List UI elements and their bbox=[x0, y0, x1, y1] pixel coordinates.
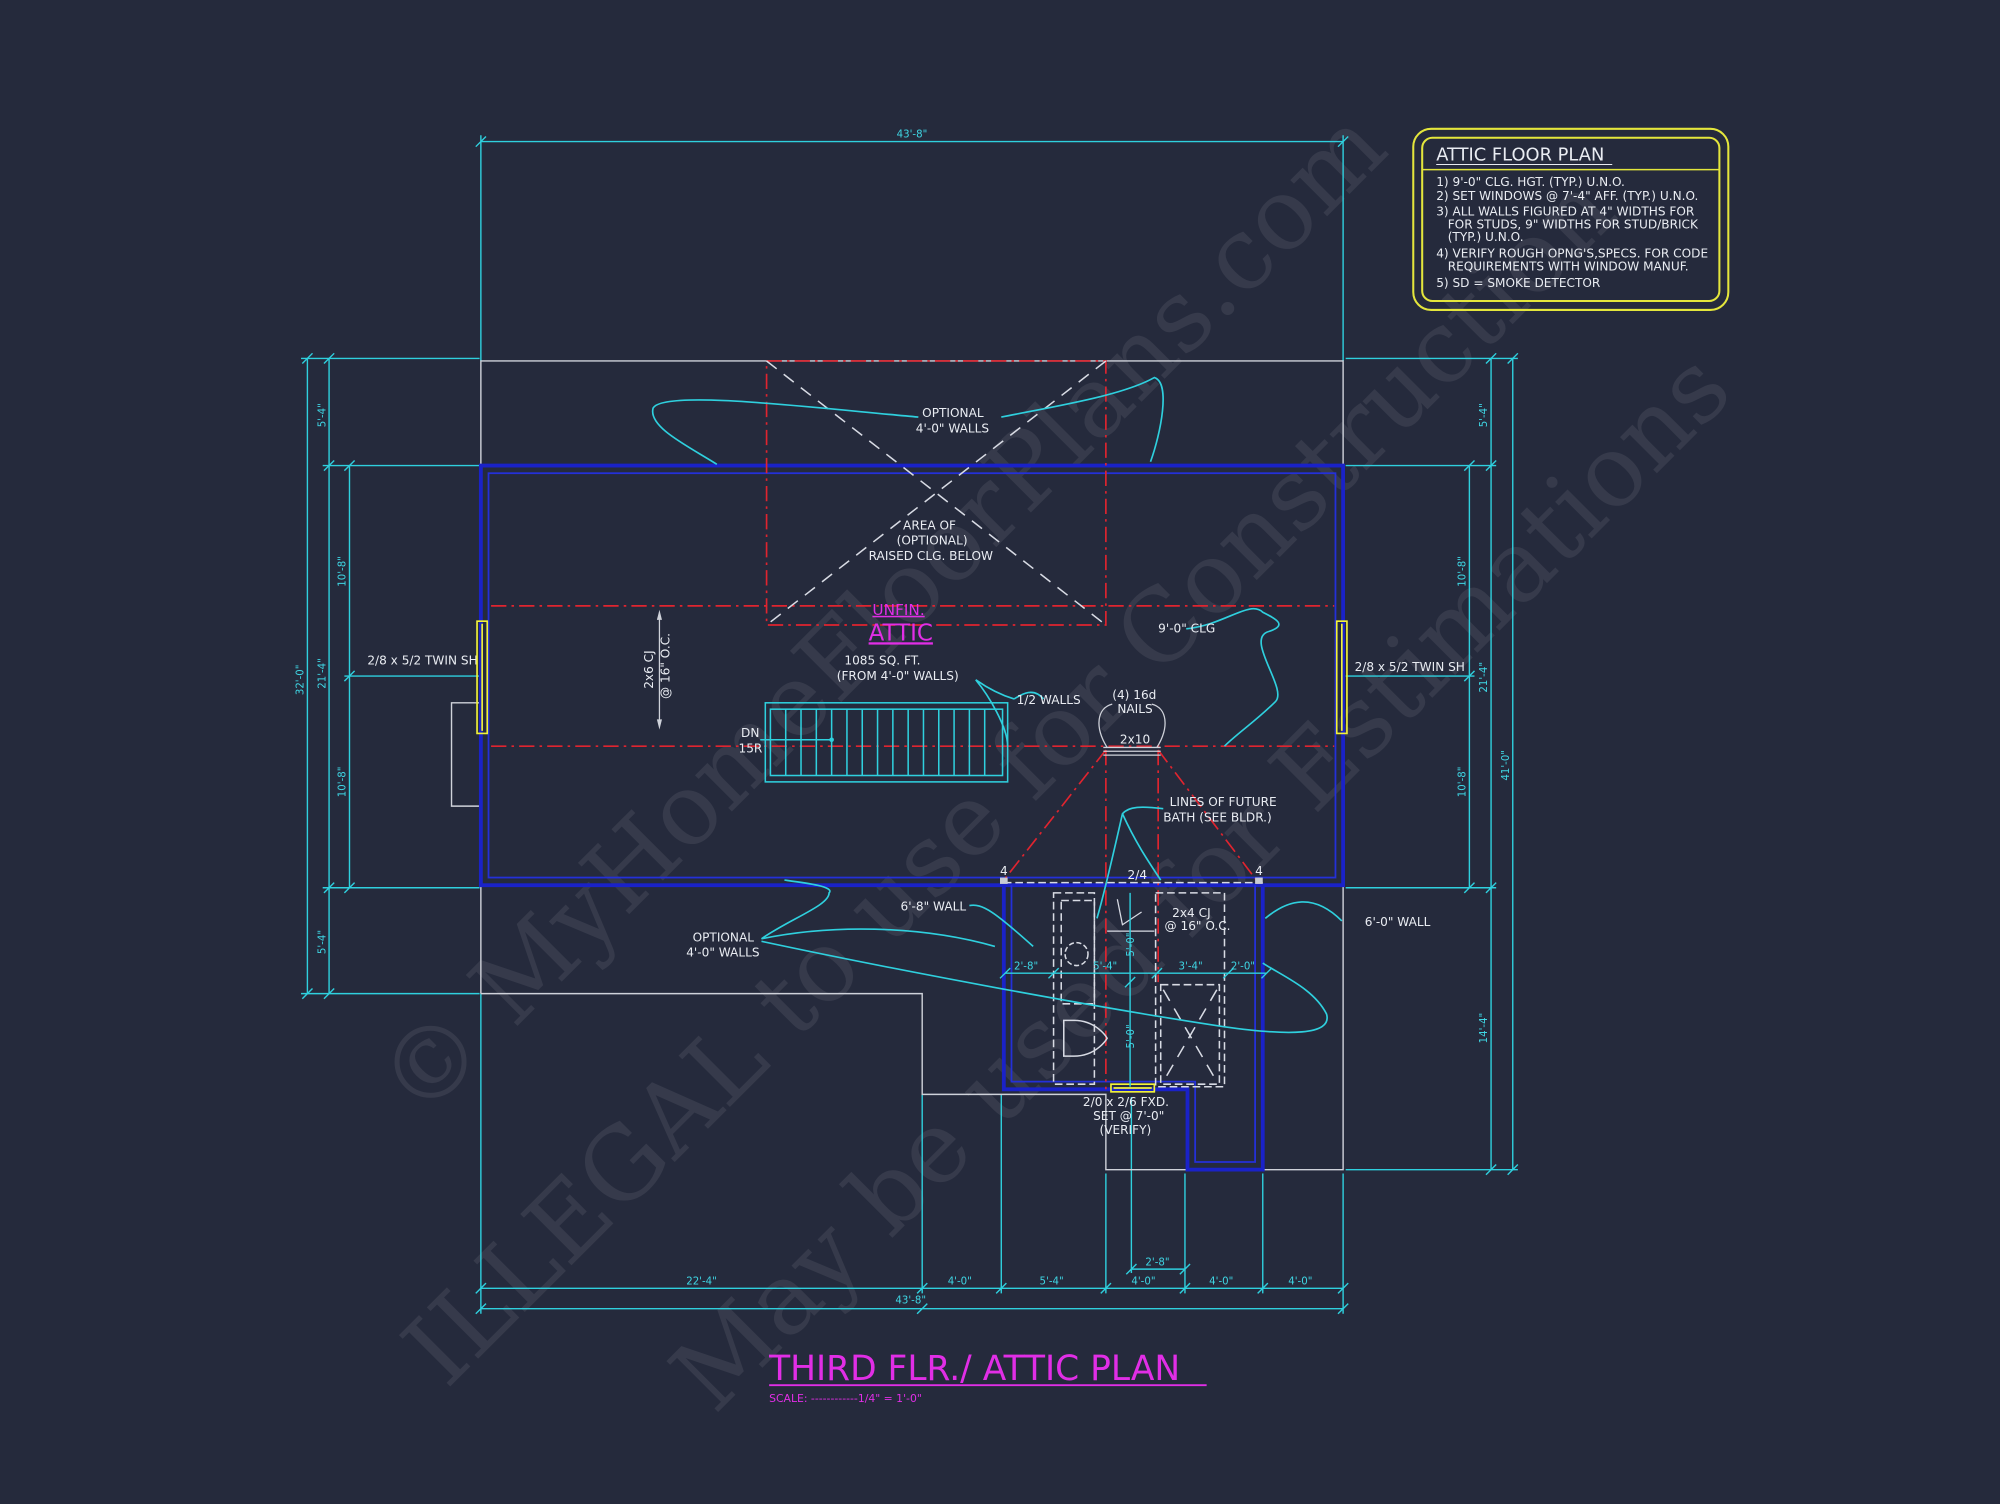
drawing-title: THIRD FLR./ ATTIC PLAN SCALE: ----------… bbox=[768, 1349, 1207, 1405]
beam-label: 2x10 bbox=[1120, 733, 1150, 747]
window-right-label: 2/8 x 5/2 TWIN SH bbox=[1355, 660, 1465, 674]
watermark-line-2: ILLEGAL to use for Construction bbox=[382, 152, 1637, 1407]
dim-bath-h-3: 3'-4" bbox=[1179, 961, 1203, 972]
notes-inner-border bbox=[1421, 136, 1721, 303]
notes-box: ATTIC FLOOR PLAN 1) 9'-0" CLG. HGT. (TYP… bbox=[1412, 127, 1730, 311]
note-3: 3) ALL WALLS FIGURED AT 4" WIDTHS FOR bbox=[1436, 205, 1695, 219]
dim-right-seg-4: 14'-4" bbox=[1479, 1013, 1490, 1044]
dim-left-seg-2: 10'-8" bbox=[338, 556, 349, 587]
optional-walls-bottom-1: OPTIONAL bbox=[693, 930, 755, 944]
bath-cj-label-1: 2x4 CJ bbox=[1172, 906, 1210, 920]
stair-dn-label: DN bbox=[741, 726, 759, 740]
cj-label-2: @ 16" O.C. bbox=[659, 633, 673, 699]
top-dimension: 43'-8" bbox=[475, 130, 1349, 361]
dim-top-overall: 43'-8" bbox=[897, 130, 928, 141]
dim-left-seg-4: 5'-4" bbox=[317, 930, 328, 954]
dim-bottom-seg-2: 4'-0" bbox=[948, 1276, 972, 1287]
dim-left-seg-3: 10'-8" bbox=[338, 767, 349, 798]
cj-label-1: 2x6 CJ bbox=[642, 650, 656, 688]
drawing-scale: SCALE: ------------1/4" = 1'-0" bbox=[769, 1392, 922, 1405]
corner-label-left: 4 bbox=[1000, 864, 1008, 878]
dim-right-overall: 41'-0" bbox=[1501, 750, 1512, 781]
dim-bottom-window: 2'-8" bbox=[1145, 1257, 1169, 1268]
door-label: 2/4 bbox=[1128, 868, 1148, 882]
centerlines bbox=[491, 360, 1335, 1090]
dim-right-seg-2: 10'-8" bbox=[1458, 556, 1469, 587]
dim-bath-h-2: 5'-4" bbox=[1093, 961, 1117, 972]
beam-2x10: (4) 16d NAILS 2x10 bbox=[1098, 688, 1166, 756]
wall-6-0-label: 6'-0" WALL bbox=[1365, 915, 1431, 929]
note-3-cont: FOR STUDS, 9" WIDTHS FOR STUD/BRICK bbox=[1448, 217, 1699, 231]
notes-outer-border bbox=[1412, 127, 1730, 311]
attic-walls bbox=[478, 463, 1346, 1172]
raised-clg-label-1: AREA OF bbox=[903, 518, 956, 532]
note-5: 5) SD = SMOKE DETECTOR bbox=[1436, 276, 1601, 290]
room-area-note: (FROM 4'-0" WALLS) bbox=[837, 669, 959, 683]
plan-labels: OPTIONAL 4'-0" WALLS AREA OF (OPTIONAL) … bbox=[686, 406, 1430, 1137]
leaders bbox=[652, 376, 1343, 1034]
bath-window-label-1: 2/0 x 2/6 FXD. bbox=[1083, 1095, 1169, 1109]
note-1: 1) 9'-0" CLG. HGT. (TYP.) U.N.O. bbox=[1436, 175, 1625, 189]
dim-bath-h-1: 2'-8" bbox=[1014, 961, 1038, 972]
dim-bath-v-1: 5'-0" bbox=[1126, 932, 1137, 956]
future-bath-label-2: BATH (SEE BLDR.) bbox=[1163, 810, 1272, 824]
wall-6-8-label: 6'-8" WALL bbox=[901, 900, 967, 914]
bath-window-label-2: SET @ 7'-0" bbox=[1093, 1109, 1164, 1123]
dim-bottom-seg-1: 22'-4" bbox=[686, 1276, 717, 1287]
dim-bottom-seg-3: 5'-4" bbox=[1040, 1276, 1064, 1287]
dim-bottom-seg-5: 4'-0" bbox=[1209, 1276, 1233, 1287]
note-2: 2) SET WINDOWS @ 7'-4" AFF. (TYP.) U.N.O… bbox=[1436, 189, 1698, 203]
dim-right-mid: 21'-4" bbox=[1479, 662, 1490, 693]
optional-walls-top-1: OPTIONAL bbox=[922, 406, 984, 420]
dim-right-seg-3: 10'-8" bbox=[1458, 767, 1469, 798]
notes-title: ATTIC FLOOR PLAN bbox=[1436, 145, 1604, 166]
nails-label-2: NAILS bbox=[1117, 702, 1153, 716]
floor-outline bbox=[450, 360, 1344, 1171]
clg-height-label: 9'-0" CLG bbox=[1158, 622, 1215, 636]
room-name-line-2: ATTIC bbox=[869, 620, 933, 646]
bottom-dimensions: 22'-4" 4'-0" 5'-4" 4'-0" 4'-0" 4'-0" 2'-… bbox=[475, 993, 1349, 1315]
note-4: 4) VERIFY ROUGH OPNG'S,SPECS. FOR CODE bbox=[1436, 247, 1708, 261]
dim-left-seg-1: 5'-4" bbox=[317, 403, 328, 427]
bath-window-label-3: (VERIFY) bbox=[1099, 1123, 1151, 1137]
window-left bbox=[476, 620, 489, 735]
dim-bottom-overall: 43'-8" bbox=[895, 1296, 926, 1307]
nails-label-1: (4) 16d bbox=[1112, 688, 1156, 702]
dim-bottom-seg-6: 4'-0" bbox=[1288, 1276, 1312, 1287]
half-walls-label: 1/2 WALLS bbox=[1017, 693, 1081, 707]
stair-risers-label: 15R bbox=[739, 742, 763, 756]
room-name-line-1: UNFIN. bbox=[872, 601, 924, 619]
bath-dimensions: 2'-8" 5'-4" 3'-4" 2'-0" 5'-0" 5'-0" bbox=[999, 892, 1273, 1087]
raised-clg-label-2: (OPTIONAL) bbox=[897, 534, 968, 548]
future-bath-label-1: LINES OF FUTURE bbox=[1170, 795, 1277, 809]
dim-bath-h-4: 2'-0" bbox=[1231, 961, 1255, 972]
dim-right-seg-1: 5'-4" bbox=[1479, 403, 1490, 427]
room-area: 1085 SQ. FT. bbox=[844, 654, 920, 668]
future-bath: 4 4 2/4 2x4 CJ @ 16" O.C. bbox=[1000, 864, 1263, 1088]
optional-walls-bottom-2: 4'-0" WALLS bbox=[686, 946, 760, 960]
bath-cj-label-2: @ 16" O.C. bbox=[1165, 919, 1231, 933]
right-dimensions: 5'-4" 10'-8" 21'-4" 10'-8" 41'-0" 14'-4"… bbox=[1345, 352, 1519, 1176]
drawing-title-text: THIRD FLR./ ATTIC PLAN bbox=[768, 1349, 1180, 1389]
dim-left-mid: 21'-4" bbox=[317, 658, 328, 689]
raised-ceiling-x bbox=[766, 360, 1107, 626]
stair[interactable]: DN 15R bbox=[739, 702, 1009, 783]
watermark-line-3: May be used for Estimations bbox=[650, 330, 1752, 1432]
window-right bbox=[1335, 620, 1348, 735]
dim-bottom-seg-4: 4'-0" bbox=[1131, 1276, 1155, 1287]
dim-bath-v-2: 5'-0" bbox=[1126, 1024, 1137, 1048]
note-3-cont-2: (TYP.) U.N.O. bbox=[1448, 230, 1524, 244]
ceiling-joist-arrow: 2x6 CJ @ 16" O.C. bbox=[642, 609, 673, 730]
left-dimensions: 32'-0" 21'-4" 5'-4" 10'-8" 10'-8" 5'-4" … bbox=[296, 352, 480, 1000]
dim-left-overall: 32'-0" bbox=[296, 665, 307, 696]
optional-walls-top-2: 4'-0" WALLS bbox=[916, 421, 990, 435]
note-4-cont: REQUIREMENTS WITH WINDOW MANUF. bbox=[1448, 259, 1689, 273]
window-bath bbox=[1110, 1083, 1156, 1093]
corner-label-right: 4 bbox=[1255, 864, 1263, 878]
raised-clg-label-3: RAISED CLG. BELOW bbox=[869, 549, 993, 563]
window-left-label: 2/8 x 5/2 TWIN SH bbox=[367, 654, 477, 668]
